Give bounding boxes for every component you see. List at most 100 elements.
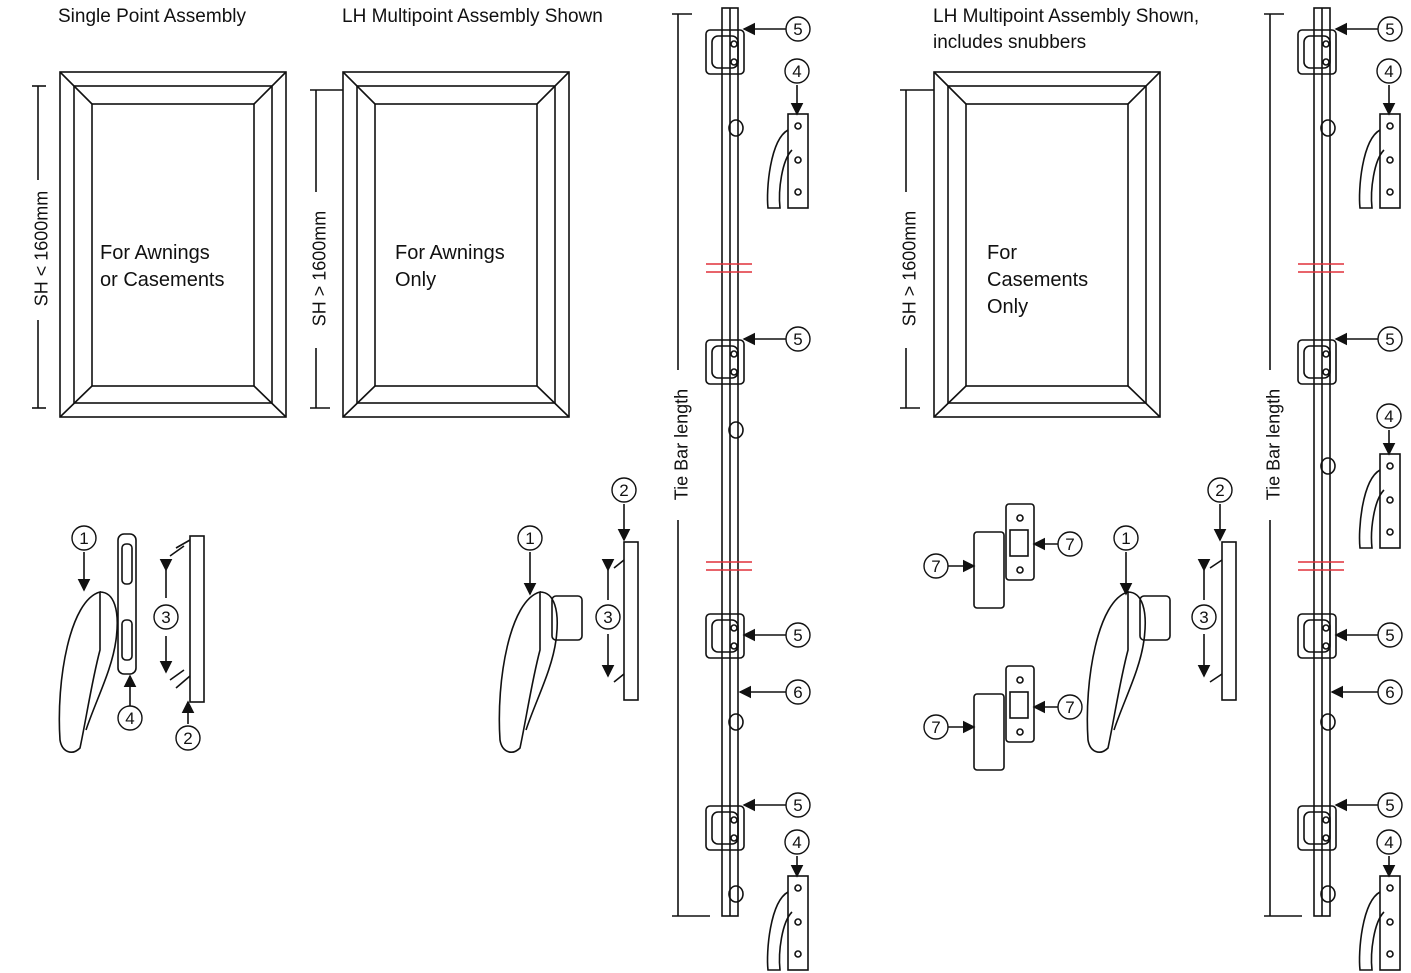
svg-text:6: 6 bbox=[793, 683, 802, 702]
callout-7-a: 7 bbox=[923, 553, 949, 579]
svg-text:2: 2 bbox=[619, 481, 628, 500]
svg-text:7: 7 bbox=[931, 718, 940, 737]
svg-text:5: 5 bbox=[1385, 20, 1394, 39]
callout-5-left-4: 5 bbox=[785, 792, 811, 818]
keeper-left-2 bbox=[705, 339, 745, 385]
callout-4-single: 4 bbox=[117, 705, 143, 731]
sh-dimension-single bbox=[32, 85, 46, 409]
keeper-left-1 bbox=[705, 29, 745, 75]
title-multipoint: LH Multipoint Assembly Shown bbox=[342, 6, 603, 27]
callout-5-left-1: 5 bbox=[785, 16, 811, 42]
svg-text:2: 2 bbox=[183, 729, 192, 748]
break-marks bbox=[706, 263, 1344, 571]
plate-single bbox=[169, 535, 205, 703]
callout-3-single: 3 bbox=[153, 604, 179, 630]
callout-3-snub: 3 bbox=[1191, 604, 1217, 630]
svg-text:3: 3 bbox=[603, 608, 612, 627]
frame-label-multi-line1: For Awnings bbox=[395, 242, 505, 264]
callout-3-multi: 3 bbox=[595, 604, 621, 630]
callout-7-d: 7 bbox=[1057, 694, 1083, 720]
callout-4-left-1: 4 bbox=[784, 58, 810, 84]
striker-right-1 bbox=[1358, 113, 1401, 209]
svg-text:7: 7 bbox=[1065, 698, 1074, 717]
callout-1-single: 1 bbox=[71, 525, 97, 551]
svg-text:4: 4 bbox=[1384, 833, 1393, 852]
svg-text:4: 4 bbox=[792, 62, 801, 81]
leaders bbox=[77, 22, 1396, 878]
plate-multi bbox=[613, 541, 639, 701]
svg-text:4: 4 bbox=[1384, 62, 1393, 81]
callout-5-right-2: 5 bbox=[1377, 326, 1403, 352]
frame-multi bbox=[342, 71, 570, 418]
frame-label-single-line1: For Awnings bbox=[100, 242, 210, 264]
frame-label-single: For Awnings or Casements bbox=[100, 240, 225, 294]
svg-text:4: 4 bbox=[1384, 407, 1393, 426]
svg-text:7: 7 bbox=[1065, 535, 1074, 554]
callout-2-single: 2 bbox=[175, 725, 201, 751]
callout-1-snub: 1 bbox=[1113, 525, 1139, 551]
svg-text:7: 7 bbox=[931, 557, 940, 576]
sh-label-snub: SH > 1600mm bbox=[899, 206, 921, 331]
snubber-bottom bbox=[973, 665, 1035, 771]
callout-5-left-2: 5 bbox=[785, 326, 811, 352]
callout-5-right-4: 5 bbox=[1377, 792, 1403, 818]
keeper-right-4 bbox=[1297, 805, 1337, 851]
frame-snub bbox=[933, 71, 1161, 418]
svg-text:5: 5 bbox=[793, 796, 802, 815]
svg-text:3: 3 bbox=[161, 608, 170, 627]
sh-dimension-multi bbox=[310, 89, 343, 409]
title-multipoint-snubbers-line2: includes snubbers bbox=[933, 32, 1087, 53]
frame-label-snub-line2: Casements bbox=[987, 269, 1089, 291]
svg-text:5: 5 bbox=[793, 20, 802, 39]
striker-left-top bbox=[766, 113, 809, 209]
frame-label-single-line2: or Casements bbox=[100, 269, 225, 291]
svg-text:5: 5 bbox=[793, 330, 802, 349]
svg-text:4: 4 bbox=[125, 709, 134, 728]
svg-text:6: 6 bbox=[1385, 683, 1394, 702]
frame-label-multi: For Awnings Only bbox=[395, 240, 505, 294]
svg-text:5: 5 bbox=[1385, 626, 1394, 645]
frame-label-snub: For Casements Only bbox=[987, 240, 1088, 321]
snubber-top bbox=[973, 503, 1035, 609]
callout-6-left: 6 bbox=[785, 679, 811, 705]
striker-right-3 bbox=[1358, 875, 1401, 971]
frame-label-snub-line1: For bbox=[987, 242, 1017, 264]
callout-2-snub: 2 bbox=[1207, 477, 1233, 503]
svg-text:5: 5 bbox=[793, 626, 802, 645]
svg-text:3: 3 bbox=[1199, 608, 1208, 627]
callout-7-b: 7 bbox=[1057, 531, 1083, 557]
sh-label-multi: SH > 1600mm bbox=[309, 206, 331, 331]
svg-text:1: 1 bbox=[525, 529, 534, 548]
handle-snub bbox=[1086, 590, 1171, 753]
callout-4-right-2: 4 bbox=[1376, 403, 1402, 429]
callout-1-multi: 1 bbox=[517, 525, 543, 551]
striker-right-2 bbox=[1358, 453, 1401, 549]
frame-label-snub-line3: Only bbox=[987, 296, 1029, 318]
tie-bar-left bbox=[721, 7, 739, 917]
frame-label-multi-line2: Only bbox=[395, 269, 437, 291]
callout-6-right: 6 bbox=[1377, 679, 1403, 705]
plate-snub bbox=[1209, 541, 1237, 701]
callout-4-right-1: 4 bbox=[1376, 58, 1402, 84]
callout-4-left-2: 4 bbox=[784, 829, 810, 855]
keeper-right-1 bbox=[1297, 29, 1337, 75]
keeper-left-4 bbox=[705, 805, 745, 851]
svg-text:1: 1 bbox=[1121, 529, 1130, 548]
callout-5-right-3: 5 bbox=[1377, 622, 1403, 648]
keeper-right-2 bbox=[1297, 339, 1337, 385]
sh-dimension-snub bbox=[900, 89, 934, 409]
sh-label-single: SH < 1600mm bbox=[31, 186, 53, 311]
handle-multi bbox=[498, 590, 583, 753]
tie-bar-length-label-right: Tie Bar length bbox=[1263, 378, 1285, 511]
frame-single bbox=[59, 71, 287, 418]
tie-bar-length-label-left: Tie Bar length bbox=[671, 378, 693, 511]
svg-text:2: 2 bbox=[1215, 481, 1224, 500]
svg-text:5: 5 bbox=[1385, 796, 1394, 815]
callout-5-left-3: 5 bbox=[785, 622, 811, 648]
tie-bar-dimension-left bbox=[672, 13, 710, 917]
callout-2-multi: 2 bbox=[611, 477, 637, 503]
svg-text:5: 5 bbox=[1385, 330, 1394, 349]
callout-7-c: 7 bbox=[923, 714, 949, 740]
title-multipoint-snubbers-line1: LH Multipoint Assembly Shown, bbox=[933, 6, 1200, 27]
